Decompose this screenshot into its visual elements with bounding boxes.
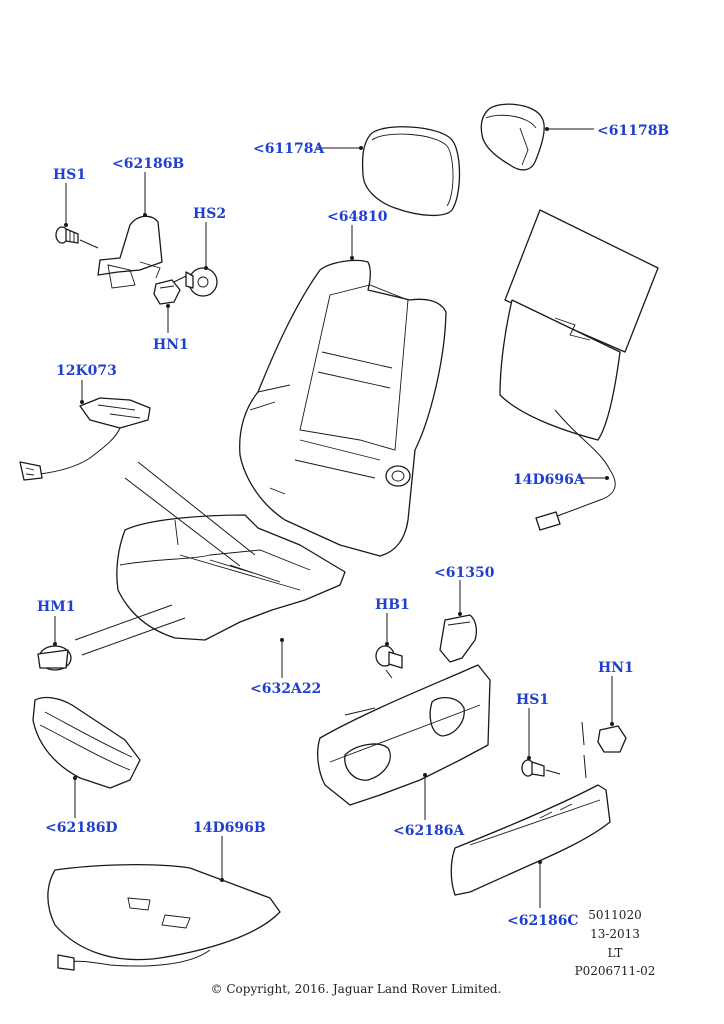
callout-62186A: <62186A (393, 823, 465, 839)
leader-lines (53, 127, 614, 908)
copyright-notice: © Copyright, 2016. Jaguar Land Rover Lim… (211, 982, 502, 996)
callout-HN1-top: HN1 (153, 337, 189, 353)
callout-14D696A: 14D696A (513, 472, 586, 488)
callout-62186B: <62186B (112, 156, 184, 172)
callout-HS2: HS2 (193, 206, 226, 222)
cover-61350[interactable] (439, 614, 477, 663)
bracket-62186B[interactable] (97, 215, 163, 289)
clip-HN1-right[interactable] (597, 725, 627, 753)
callout-62186C: <62186C (507, 913, 579, 929)
callout-labels: <61178A <61178B <62186B HS1 HS2 <64810 H… (37, 123, 669, 929)
callout-12K073: 12K073 (56, 363, 117, 379)
callout-64810: <64810 (327, 209, 388, 225)
callout-632A22: <632A22 (250, 681, 321, 697)
headrest-61178B[interactable] (480, 103, 545, 171)
heater-mat-14D696A[interactable] (499, 209, 659, 531)
harness-12K073[interactable] (19, 397, 151, 481)
diagram-code: 5011020 (588, 908, 641, 922)
callout-HN1-right: HN1 (598, 660, 634, 676)
seat-cushion-632A22[interactable] (116, 514, 346, 641)
trim-62186C[interactable] (450, 784, 611, 896)
side-trim-62186A[interactable] (317, 664, 491, 806)
diagram-side: LT (608, 946, 623, 960)
bolt-HB1[interactable] (375, 645, 403, 669)
diagram-date: 13-2013 (590, 927, 640, 941)
callout-HS1-top: HS1 (53, 167, 86, 183)
callout-HB1: HB1 (375, 597, 410, 613)
meta-block: 5011020 13-2013 LT P0206711-02 (575, 908, 656, 978)
callout-HM1: HM1 (37, 599, 75, 615)
clip-HN1-top[interactable] (153, 279, 181, 305)
callout-61178A: <61178A (253, 141, 325, 157)
callout-HS1-right: HS1 (516, 692, 549, 708)
callout-62186D: <62186D (45, 820, 118, 836)
trim-62186D[interactable] (32, 696, 141, 789)
heater-mat-14D696B[interactable] (47, 864, 281, 971)
screw-HS1-top[interactable] (55, 226, 79, 244)
callout-61178B: <61178B (597, 123, 669, 139)
callout-14D696B: 14D696B (193, 820, 266, 836)
diagram-ref: P0206711-02 (575, 964, 656, 978)
screw-HS1-right[interactable] (521, 759, 545, 777)
callout-61350: <61350 (434, 565, 495, 581)
clip-HM1[interactable] (37, 645, 72, 671)
seat-back-frame-64810[interactable] (239, 259, 447, 557)
headrest-61178A[interactable] (361, 126, 461, 217)
nut-HS2[interactable] (185, 267, 218, 297)
